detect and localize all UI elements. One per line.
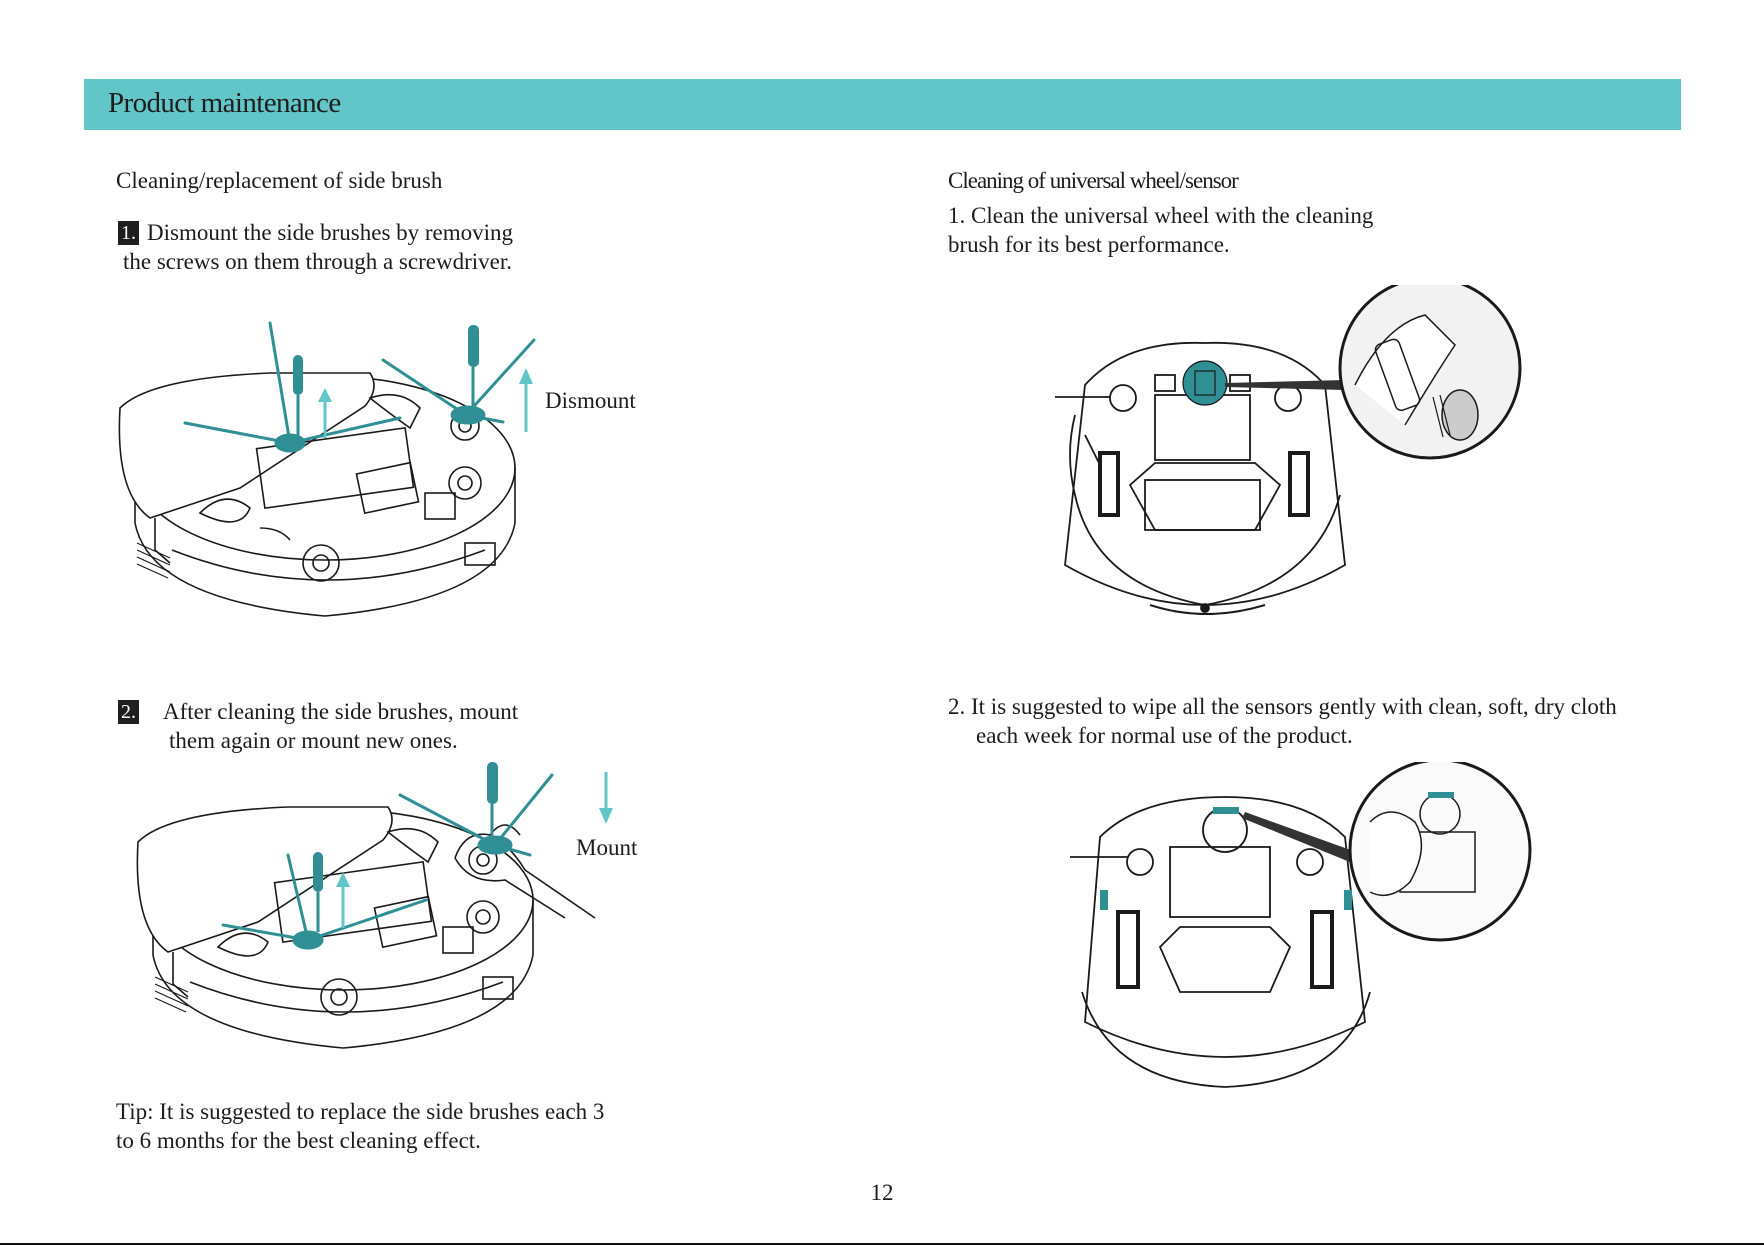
step2-line1: After cleaning the side brushes, mount [163, 699, 519, 724]
step2-line2: them again or mount new ones. [169, 728, 458, 753]
item1-line1: 1. Clean the universal wheel with the cl… [948, 203, 1374, 228]
step1-text: 1.Dismount the side brushes by removing … [118, 218, 513, 276]
tip-line2: to 6 months for the best cleaning effect… [116, 1128, 481, 1153]
step1-line2: the screws on them through a screwdriver… [123, 249, 512, 274]
item2-line1: 2. It is suggested to wipe all the senso… [948, 694, 1617, 719]
item1-line2: brush for its best performance. [948, 232, 1230, 257]
bottom-rule [0, 1243, 1764, 1245]
screwdriver-icon [468, 325, 479, 367]
left-heading: Cleaning/replacement of side brush [116, 168, 443, 193]
tip-line1: Tip: It is suggested to replace the side… [116, 1099, 605, 1124]
item2-line2: each week for normal use of the product. [976, 723, 1353, 748]
screwdriver-icon [293, 355, 303, 436]
removed-brush-illustration [381, 325, 536, 432]
item1-text: 1. Clean the universal wheel with the cl… [948, 201, 1373, 259]
robot-mount-illustration [136, 806, 534, 1049]
arrow-up-icon [318, 388, 332, 438]
page-number: 12 [870, 1180, 894, 1205]
arrow-up-icon [519, 368, 533, 432]
step2-text: 2. After cleaning the side brushes, mount… [118, 697, 518, 755]
sensor-wipe-illustration [1070, 762, 1532, 1088]
mount-label: Mount [576, 835, 638, 860]
side-brush-icon [183, 321, 402, 453]
step2-number: 2. [118, 700, 139, 724]
dismount-label: Dismount [545, 388, 636, 413]
screwdriver-icon [487, 762, 498, 804]
screwdriver-icon [313, 852, 323, 892]
section-title: Product maintenance [108, 87, 341, 119]
side-brush-icon [221, 853, 428, 950]
mount-brush-hand-illustration [398, 762, 596, 919]
universal-wheel-illustration [1055, 285, 1522, 615]
step1-line1: Dismount the side brushes by removing [147, 220, 514, 245]
item2-text: 2. It is suggested to wipe all the senso… [948, 692, 1617, 750]
arrow-up-icon [336, 872, 350, 928]
right-heading: Cleaning of universal wheel/sensor [948, 168, 1239, 193]
arrow-down-icon [599, 772, 613, 824]
hand-icon [454, 824, 596, 919]
magnifier-icon [1338, 285, 1522, 460]
magnifier-icon [1348, 762, 1532, 942]
tip-text: Tip: It is suggested to replace the side… [116, 1097, 604, 1155]
step1-number: 1. [118, 221, 139, 245]
section-header: Product maintenance [84, 79, 1681, 130]
robot-dismount-illustration [118, 321, 516, 617]
